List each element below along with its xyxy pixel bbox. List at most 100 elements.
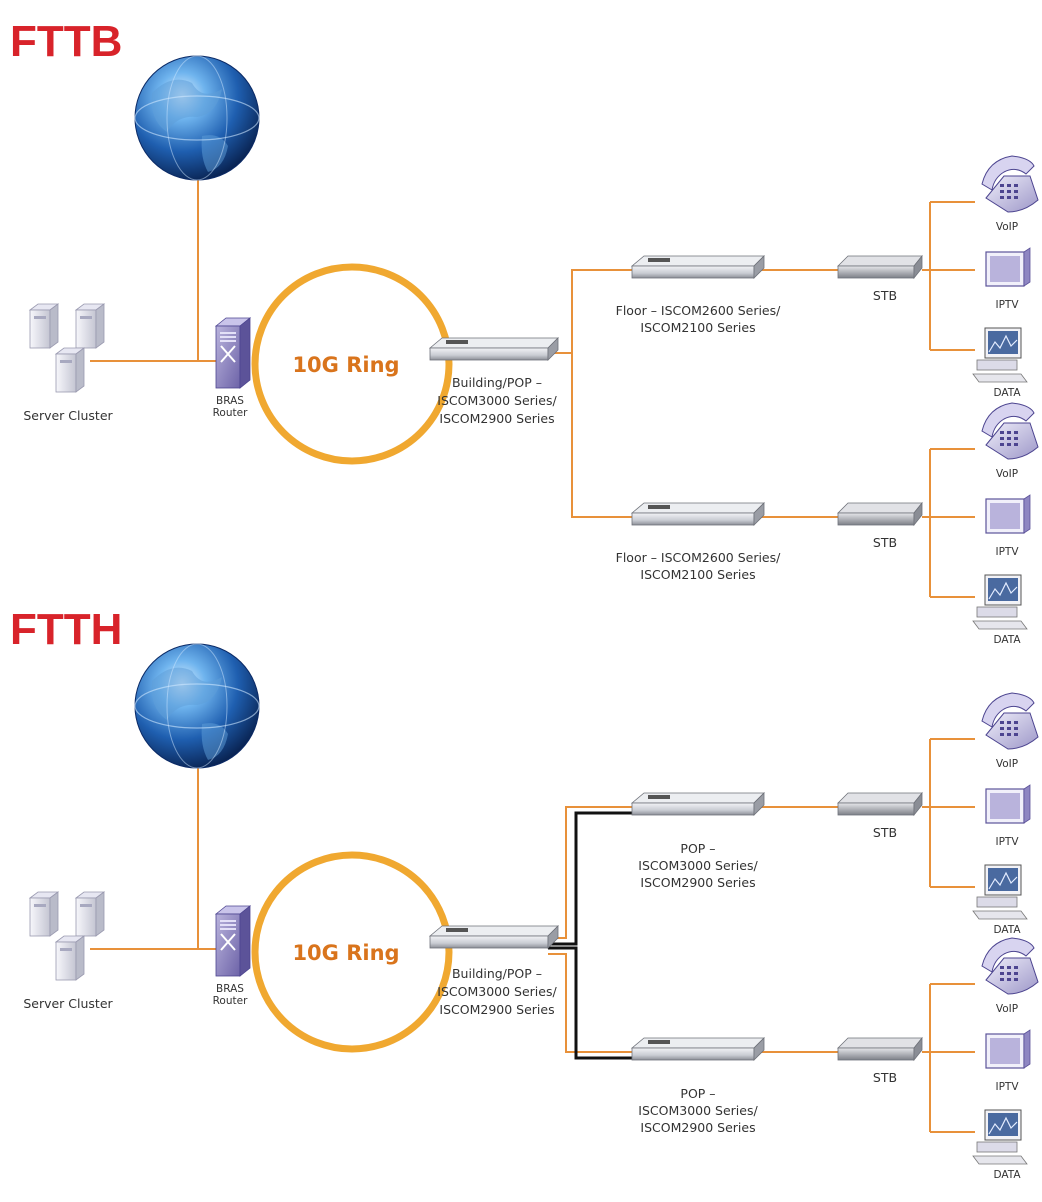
router-port-row (220, 928, 236, 930)
phone-key (1007, 196, 1011, 199)
pc-case (976, 359, 1018, 371)
section-title: FTTH (10, 605, 122, 654)
globe-icon (134, 643, 260, 769)
pc-screen-graph (988, 871, 1018, 890)
desktop-computer-icon (972, 864, 1028, 920)
stb-label: STB (873, 288, 897, 303)
switch-icon (630, 502, 765, 526)
phone-key (1007, 190, 1011, 193)
pc-screen-graph (988, 334, 1018, 353)
branch-switch-label-line: ISCOM3000 Series/ (638, 858, 758, 873)
server-tower-icon (54, 347, 86, 393)
phone-key (1000, 431, 1004, 434)
stb-front (837, 802, 915, 816)
phone-key (1014, 733, 1018, 736)
stb-side (913, 791, 923, 817)
pc-screen-graph (988, 581, 1018, 600)
branch-switch-label-line: Floor – ISCOM2600 Series/ (616, 303, 781, 318)
phone-key (1007, 727, 1011, 730)
branch-switch-label-line: Floor – ISCOM2600 Series/ (616, 550, 781, 565)
phone-key (1014, 431, 1018, 434)
server-front (29, 309, 51, 349)
endpoint-label-iptv: IPTV (995, 836, 1019, 848)
phone-key (1007, 184, 1011, 187)
endpoint-label-voip: VoIP (996, 468, 1018, 480)
globe-sphere (134, 643, 260, 769)
router-port-row (220, 924, 236, 926)
phone-handset (981, 692, 1035, 728)
router-port-row (220, 332, 236, 334)
switch-front (631, 1047, 755, 1061)
server-bay (60, 948, 72, 951)
switch-side (753, 502, 765, 526)
phone-key (1007, 972, 1011, 975)
branch-switch-label-line: ISCOM2900 Series (640, 875, 755, 890)
branch-link (548, 352, 640, 518)
phone-key (1007, 437, 1011, 440)
ring-label: 10G Ring (292, 941, 399, 965)
phone-base (985, 957, 1039, 995)
pc-keyboard (972, 373, 1028, 383)
phone-key (1007, 443, 1011, 446)
router-port-row (220, 340, 236, 342)
endpoint-label-data: DATA (993, 387, 1021, 399)
phone-handset (981, 402, 1035, 438)
branch-switch-label-line: ISCOM2900 Series (640, 1120, 755, 1135)
branch-link (548, 953, 640, 1053)
switch-front (429, 935, 549, 949)
telephone-icon (981, 402, 1039, 460)
phone-handset (981, 155, 1035, 191)
switch-logo (648, 795, 670, 799)
globe-orbit (134, 95, 260, 141)
globe-icon (134, 55, 260, 181)
switch-front (631, 265, 755, 279)
router-label-line: Router (213, 407, 248, 419)
tv-screen (990, 1038, 1020, 1064)
phone-key (1014, 721, 1018, 724)
phone-key (1014, 196, 1018, 199)
pc-keyboard (972, 1155, 1028, 1165)
branch-2: Floor – ISCOM2600 Series/ISCOM2100 Serie… (616, 402, 1039, 646)
phone-key (1014, 978, 1018, 981)
server-tower-icon (54, 935, 86, 981)
phone-key (1000, 727, 1004, 730)
telephone-icon (981, 937, 1039, 995)
router-label-line: BRAS (216, 983, 244, 995)
switch-icon (630, 255, 765, 279)
branch-switch-label-line: POP – (680, 1086, 715, 1101)
router-front (215, 913, 241, 977)
server-front (55, 941, 77, 981)
pc-screen-graph (988, 1116, 1018, 1135)
server-bay (34, 316, 46, 319)
globe-continent (201, 135, 228, 172)
stb-top (837, 255, 923, 267)
branch-switch-label-line: ISCOM2100 Series (640, 320, 755, 335)
router-icon (214, 317, 252, 389)
stb-side (913, 254, 923, 280)
set-top-box-icon (837, 1036, 923, 1062)
server-bay (80, 316, 92, 319)
endpoint-label-data: DATA (993, 924, 1021, 936)
endpoint-label-data: DATA (993, 1169, 1021, 1181)
globe-orbit (166, 55, 228, 181)
set-top-box-icon (837, 501, 923, 527)
switch-front (631, 512, 755, 526)
phone-key (1000, 443, 1004, 446)
phone-key (1007, 733, 1011, 736)
telephone-icon (981, 155, 1039, 213)
switch-logo (648, 258, 670, 262)
server-side (49, 891, 59, 937)
fiber-link (548, 946, 640, 1060)
switch-logo (648, 505, 670, 509)
tv-side (1023, 1029, 1031, 1069)
server-bay (34, 904, 46, 907)
fiber-link (548, 811, 640, 946)
stb-front (837, 265, 915, 279)
server-front (29, 897, 51, 937)
phone-key (1000, 972, 1004, 975)
globe-sphere (134, 55, 260, 181)
phone-key (1014, 972, 1018, 975)
server-front (55, 353, 77, 393)
phone-key (1000, 437, 1004, 440)
